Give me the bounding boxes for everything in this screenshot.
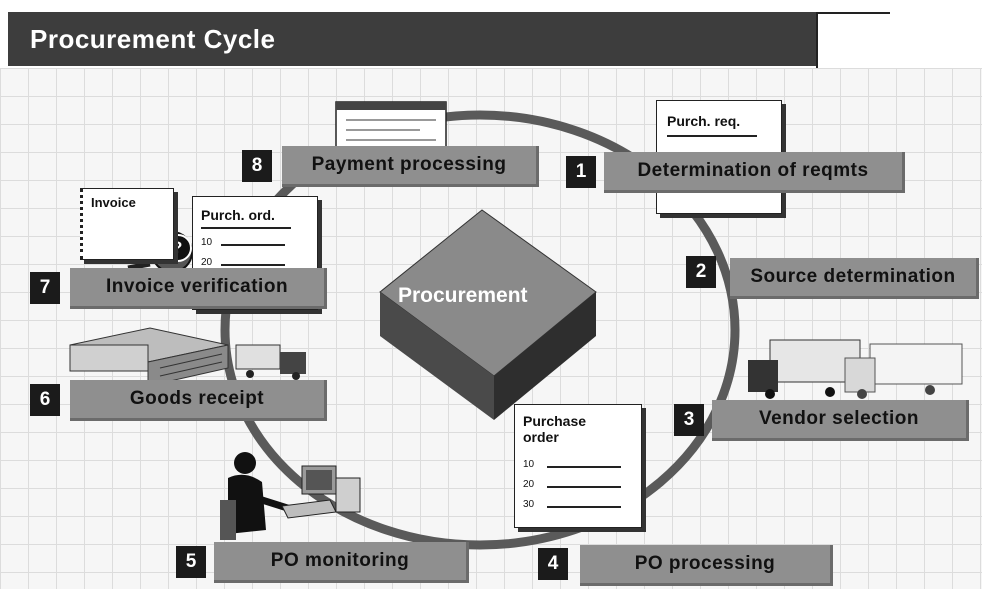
invoice-document: Invoice (80, 188, 174, 260)
step-1-determination-of-reqmts: Determination of reqmts (604, 152, 905, 193)
cycle-ring (220, 110, 740, 550)
question-mark-icon: ? (172, 238, 183, 257)
step-2-source-determination: Source determination (730, 258, 979, 299)
payment-form-icon (335, 101, 447, 149)
purch-req-title: Purch. req. (667, 113, 741, 129)
person-computer-icon (220, 452, 361, 540)
po-line-number: 30 (523, 499, 535, 510)
doc-line (547, 506, 621, 508)
po-line-number: 10 (201, 237, 213, 248)
header-side-panel (816, 12, 890, 68)
po-line-number: 20 (523, 479, 535, 490)
doc-line (667, 135, 757, 137)
po-line-number: 10 (523, 459, 535, 470)
doc-line (547, 466, 621, 468)
step-5-number: 5 (176, 546, 206, 578)
step-7-number: 7 (30, 272, 60, 304)
purchase-order-document: Purchase order 10 20 30 (514, 404, 642, 528)
step-2-number: 2 (686, 256, 716, 288)
procurement-cube (379, 209, 597, 420)
step-8-payment-processing: Payment processing (282, 146, 539, 187)
step-4-number: 4 (538, 548, 568, 580)
step-6-number: 6 (30, 384, 60, 416)
po-line-number: 20 (201, 257, 213, 268)
page-title: Procurement Cycle (30, 24, 276, 54)
header-bar (8, 12, 816, 66)
doc-line (201, 227, 291, 229)
trucks-icon (748, 339, 963, 399)
purchase-order-title: Purchase order (523, 413, 587, 445)
step-5-po-monitoring: PO monitoring (214, 542, 469, 583)
step-6-goods-receipt: Goods receipt (70, 380, 327, 421)
step-1-number: 1 (566, 156, 596, 188)
step-7-invoice-verification: Invoice verification (70, 268, 327, 309)
doc-line (221, 264, 285, 266)
purch-ord-title: Purch. ord. (201, 207, 275, 223)
doc-line (221, 244, 285, 246)
truck-small-icon (235, 344, 306, 380)
doc-line (547, 486, 621, 488)
center-label: Procurement (398, 284, 528, 307)
step-4-po-processing: PO processing (580, 545, 833, 586)
step-3-number: 3 (674, 404, 704, 436)
invoice-title: Invoice (91, 195, 136, 210)
step-3-vendor-selection: Vendor selection (712, 400, 969, 441)
warehouse-icon (69, 327, 229, 387)
step-8-number: 8 (242, 150, 272, 182)
